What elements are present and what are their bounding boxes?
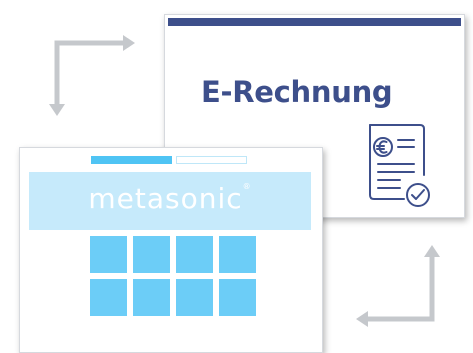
registered-mark: ® bbox=[242, 182, 252, 191]
metasonic-banner: metasonic® bbox=[29, 172, 311, 230]
tile-6[interactable] bbox=[133, 279, 170, 316]
tile-8[interactable] bbox=[219, 279, 256, 316]
tile-1[interactable] bbox=[90, 236, 127, 273]
tab-active[interactable] bbox=[91, 156, 172, 164]
metasonic-window: metasonic® bbox=[19, 147, 323, 353]
euro-invoice-check-icon bbox=[369, 124, 430, 207]
tile-5[interactable] bbox=[90, 279, 127, 316]
tab-inactive[interactable] bbox=[176, 156, 247, 164]
window-title-bar bbox=[168, 18, 461, 26]
tile-grid bbox=[90, 236, 256, 316]
tile-3[interactable] bbox=[176, 236, 213, 273]
tile-7[interactable] bbox=[176, 279, 213, 316]
arrow-top-left-icon bbox=[49, 35, 135, 116]
e-rechnung-title: E-Rechnung bbox=[201, 75, 393, 109]
tile-2[interactable] bbox=[133, 236, 170, 273]
metasonic-logo-text: metasonic bbox=[88, 182, 243, 215]
arrow-bottom-right-icon bbox=[356, 245, 440, 327]
tile-4[interactable] bbox=[219, 236, 256, 273]
